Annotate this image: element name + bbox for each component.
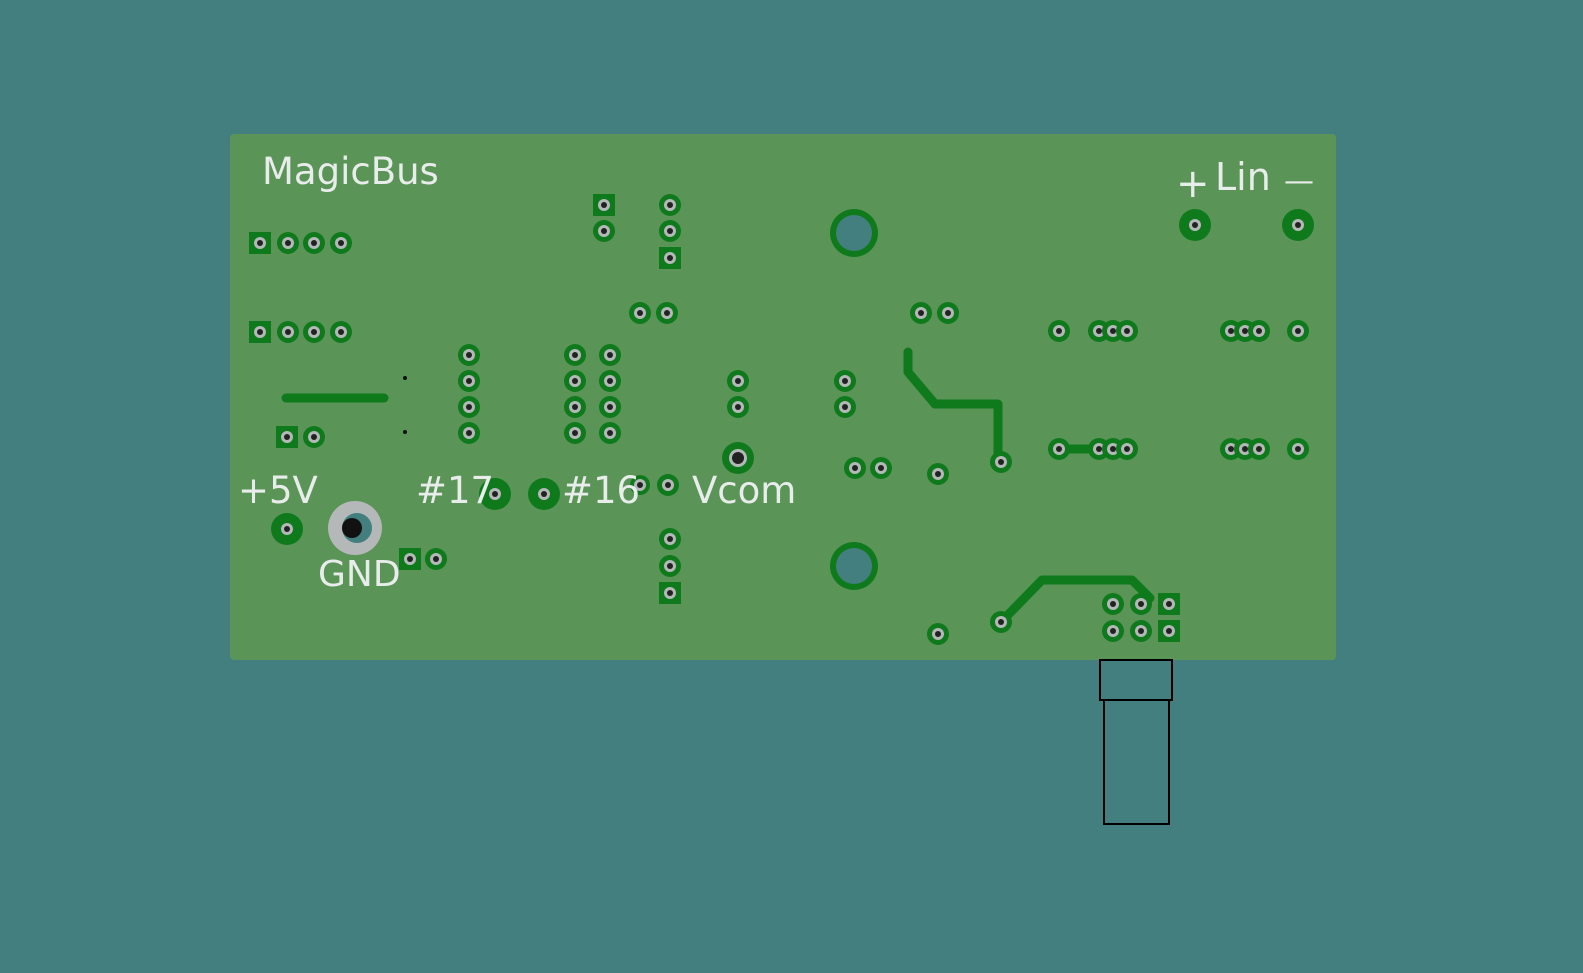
pad-drill-hole (842, 378, 848, 384)
pad-drill-hole (1056, 328, 1062, 334)
pad-drill-hole (945, 310, 951, 316)
pad-drill-hole (1295, 328, 1301, 334)
lin-label: Lin (1215, 155, 1271, 199)
pad-drill-hole (311, 240, 317, 246)
pad-drill-hole (1228, 446, 1234, 452)
pad-drill-hole (1242, 328, 1248, 334)
pad-drill-hole (607, 352, 613, 358)
pad-drill-hole (935, 471, 941, 477)
gnd-label: GND (318, 554, 401, 595)
pad-drill-hole (637, 310, 643, 316)
pad-drill-hole (311, 329, 317, 335)
pad-drill-hole (572, 430, 578, 436)
pad-drill-hole (637, 482, 643, 488)
pad-drill-hole (572, 378, 578, 384)
pad-drill-hole (667, 563, 673, 569)
pad-drill-hole (1256, 446, 1262, 452)
mounting-hole (836, 548, 872, 584)
connector-collar (1099, 659, 1173, 701)
pad-drill-hole (541, 491, 547, 497)
pad-drill-hole (1242, 446, 1248, 452)
pad-drill-hole (433, 556, 439, 562)
via-dot (403, 430, 407, 434)
pad-drill-hole (667, 536, 673, 542)
pad-drill-hole (1192, 222, 1198, 228)
pad-drill-hole (878, 465, 884, 471)
pad-drill-hole (918, 310, 924, 316)
pad-drill-hole (572, 352, 578, 358)
via-dot (403, 376, 407, 380)
pad-drill-hole (1110, 628, 1116, 634)
pad-drill-hole (1056, 446, 1062, 452)
pad-drill-hole (852, 465, 858, 471)
pad-drill-hole (466, 430, 472, 436)
pad-drill-hole (257, 329, 263, 335)
pad-drill-hole (935, 631, 941, 637)
pad-drill-hole (665, 482, 671, 488)
pad-drill-hole (998, 459, 1004, 465)
pad-drill-hole (998, 619, 1004, 625)
pad-drill-hole (607, 378, 613, 384)
pad-drill-hole (1228, 328, 1234, 334)
lin-plus-label: + (1176, 161, 1210, 207)
vcom-label: Vcom (692, 469, 797, 512)
pad-drill-hole (466, 404, 472, 410)
mounting-hole (836, 215, 872, 251)
pad-drill-hole (842, 404, 848, 410)
pad-drill-hole (466, 378, 472, 384)
gnd-hole-shadow (342, 518, 362, 538)
pad-drill-hole (338, 329, 344, 335)
pad-drill-hole (667, 228, 673, 234)
pad-drill-hole (735, 404, 741, 410)
pad-drill-hole (601, 202, 607, 208)
pad-drill-hole (1256, 328, 1262, 334)
pad-drill-hole (311, 434, 317, 440)
pad-drill-hole (1295, 222, 1301, 228)
pad-drill-hole (285, 329, 291, 335)
pad-drill-hole (607, 430, 613, 436)
pad-drill-hole (601, 228, 607, 234)
pad-drill-hole (1096, 328, 1102, 334)
plus-5v-label: +5V (238, 469, 318, 512)
pin16-label: #16 (562, 469, 641, 512)
pad-drill-hole (492, 491, 498, 497)
pad-drill-hole (1110, 601, 1116, 607)
pad-drill-hole (284, 526, 290, 532)
pad-drill-hole (664, 310, 670, 316)
pad-drill-hole (407, 556, 413, 562)
pad-drill-hole (284, 434, 290, 440)
pcb-board-outline (230, 134, 1336, 660)
pin17-label: #17 (416, 469, 495, 512)
pad-drill-hole (667, 202, 673, 208)
pad-drill-hole (667, 590, 673, 596)
pad-drill-hole (572, 404, 578, 410)
pad-drill-hole (1124, 328, 1130, 334)
pad-drill-hole (1138, 601, 1144, 607)
pad-drill-hole (1166, 601, 1172, 607)
pad-drill-hole (735, 378, 741, 384)
pad-drill-hole (1096, 446, 1102, 452)
pad-drill-hole (1166, 628, 1172, 634)
pad-drill-hole (466, 352, 472, 358)
pad-drill-hole (1138, 628, 1144, 634)
pad-drill-hole (257, 240, 263, 246)
pad-drill-hole (1295, 446, 1301, 452)
board-title-label: MagicBus (262, 150, 439, 193)
pad-drill-hole (1124, 446, 1130, 452)
pad-drill-hole (732, 452, 744, 464)
copper-trace (903, 347, 1003, 467)
pad-drill-hole (285, 240, 291, 246)
pad-drill-hole (607, 404, 613, 410)
copper-trace (996, 575, 1155, 627)
connector-body (1103, 699, 1170, 825)
lin-minus-label: — (1284, 164, 1314, 199)
pad-drill-hole (1110, 446, 1116, 452)
pad-drill-hole (338, 240, 344, 246)
pad-drill-hole (667, 255, 673, 261)
pad-drill-hole (1110, 328, 1116, 334)
